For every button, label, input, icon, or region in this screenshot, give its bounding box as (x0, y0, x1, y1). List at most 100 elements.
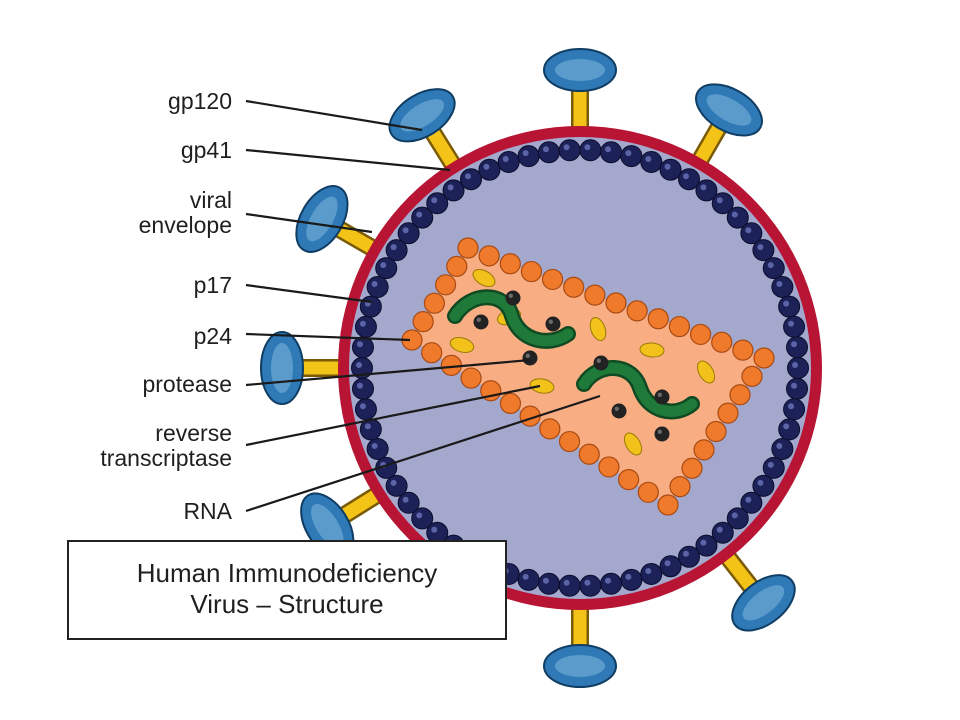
p17-bead-shine (683, 173, 689, 180)
gp120-cap-highlight (400, 99, 445, 132)
protease-dot-shine (548, 319, 553, 324)
p17-bead (640, 150, 663, 173)
p17-bead (579, 139, 602, 162)
p17-bead-shine (359, 320, 366, 327)
p24-bead (669, 476, 691, 498)
protease-dot-shine (657, 392, 662, 397)
p17-bead (778, 418, 801, 441)
leader-line (245, 332, 411, 342)
p17-bead-shine (522, 573, 529, 580)
p24-bead (668, 315, 691, 338)
protease-dot (522, 350, 538, 366)
p17-bead-shine (356, 362, 362, 368)
p24-bead (681, 457, 703, 479)
p17-bead-shine (563, 144, 570, 151)
p17-bead-shine (542, 146, 549, 153)
p17-bead-shine (745, 227, 752, 234)
p17-matrix-layer (351, 139, 809, 597)
p17-bead-shine (542, 577, 549, 584)
p17-bead-shine (563, 579, 570, 586)
p24-bead (584, 284, 606, 306)
label-leader-lines (245, 99, 601, 513)
p17-bead-shine (371, 443, 378, 450)
p24-bead (693, 439, 715, 461)
p17-bead (752, 474, 775, 497)
p17-bead (537, 141, 560, 164)
p17-bead (558, 574, 581, 597)
p17-bead (771, 275, 794, 298)
reverse-transcriptase-molecules (449, 268, 716, 456)
protease-dot (654, 426, 670, 442)
caption-box: Human Immunodeficiency Virus – Structure (67, 540, 507, 640)
p17-bead-shine (416, 211, 423, 218)
p24-bead (711, 331, 733, 353)
p24-bead (605, 292, 627, 314)
reverse-transcriptase-oval (472, 268, 496, 288)
protease-dot-shine (614, 406, 619, 411)
protease-dot (654, 389, 670, 405)
p17-bead (359, 295, 382, 318)
p17-bead-shine (767, 262, 774, 269)
p17-bead-shine (716, 526, 723, 533)
p17-bead (375, 257, 398, 280)
protease-dot-shine (657, 429, 662, 434)
p17-bead (659, 555, 682, 578)
p17-bead-shine (356, 341, 363, 348)
p17-bead (385, 474, 408, 497)
p24-bead (412, 311, 434, 333)
p17-bead (537, 572, 560, 595)
p17-bead (354, 398, 377, 421)
p17-bead-shine (431, 526, 438, 533)
gp120-cap-highlight (271, 343, 293, 393)
p17-bead-shine (584, 579, 591, 586)
p17-bead (678, 168, 700, 191)
p17-bead (783, 398, 806, 421)
p17-bead-shine (776, 280, 783, 287)
p17-bead (778, 295, 801, 318)
p17-bead-shine (792, 362, 798, 368)
gp120-cap-highlight (706, 94, 752, 126)
p24-bead (520, 260, 543, 283)
p17-bead-shine (465, 173, 471, 180)
p17-bead (366, 438, 389, 461)
p17-bead (426, 192, 449, 215)
protease-dot-shine (508, 293, 513, 298)
p17-bead-shine (731, 512, 738, 519)
p24-bead (499, 392, 522, 415)
label-gp41: gp41 (180, 137, 232, 163)
p17-bead-shine (483, 163, 490, 170)
p17-bead-shine (745, 496, 752, 503)
p17-bead-shine (716, 197, 723, 204)
caption-line-1: Human Immunodeficiency (136, 558, 438, 588)
p17-bead-shine (776, 443, 783, 450)
p24-bead (478, 245, 500, 267)
label-p17: p17 (193, 272, 232, 298)
p17-bead-shine (402, 227, 409, 234)
p24-bead (423, 292, 445, 314)
leader-line (245, 384, 541, 447)
p24-bead (563, 276, 585, 298)
p17-bead (752, 239, 775, 262)
label-rna: RNA (183, 498, 232, 524)
p24-bead (717, 402, 739, 424)
p17-bead (517, 568, 540, 591)
p17-bead-shine (757, 244, 764, 251)
p17-bead-shine (364, 423, 371, 430)
p24-bead (539, 418, 561, 440)
p17-bead (695, 534, 718, 557)
p17-bead-shine (359, 403, 366, 410)
p24-bead (705, 420, 727, 443)
p24-bead (647, 308, 669, 330)
protease-dot (611, 403, 627, 419)
p17-bead-shine (783, 423, 790, 430)
p17-bead (600, 572, 623, 595)
p24-bead (637, 481, 659, 503)
p17-bead-shine (371, 280, 378, 287)
p17-bead (640, 563, 663, 586)
p24-bead (421, 342, 443, 364)
p17-bead (460, 168, 482, 191)
p17-bead (787, 357, 809, 379)
protease-dot (505, 290, 521, 306)
p24-bead (578, 443, 600, 465)
protease-dot (545, 316, 561, 332)
